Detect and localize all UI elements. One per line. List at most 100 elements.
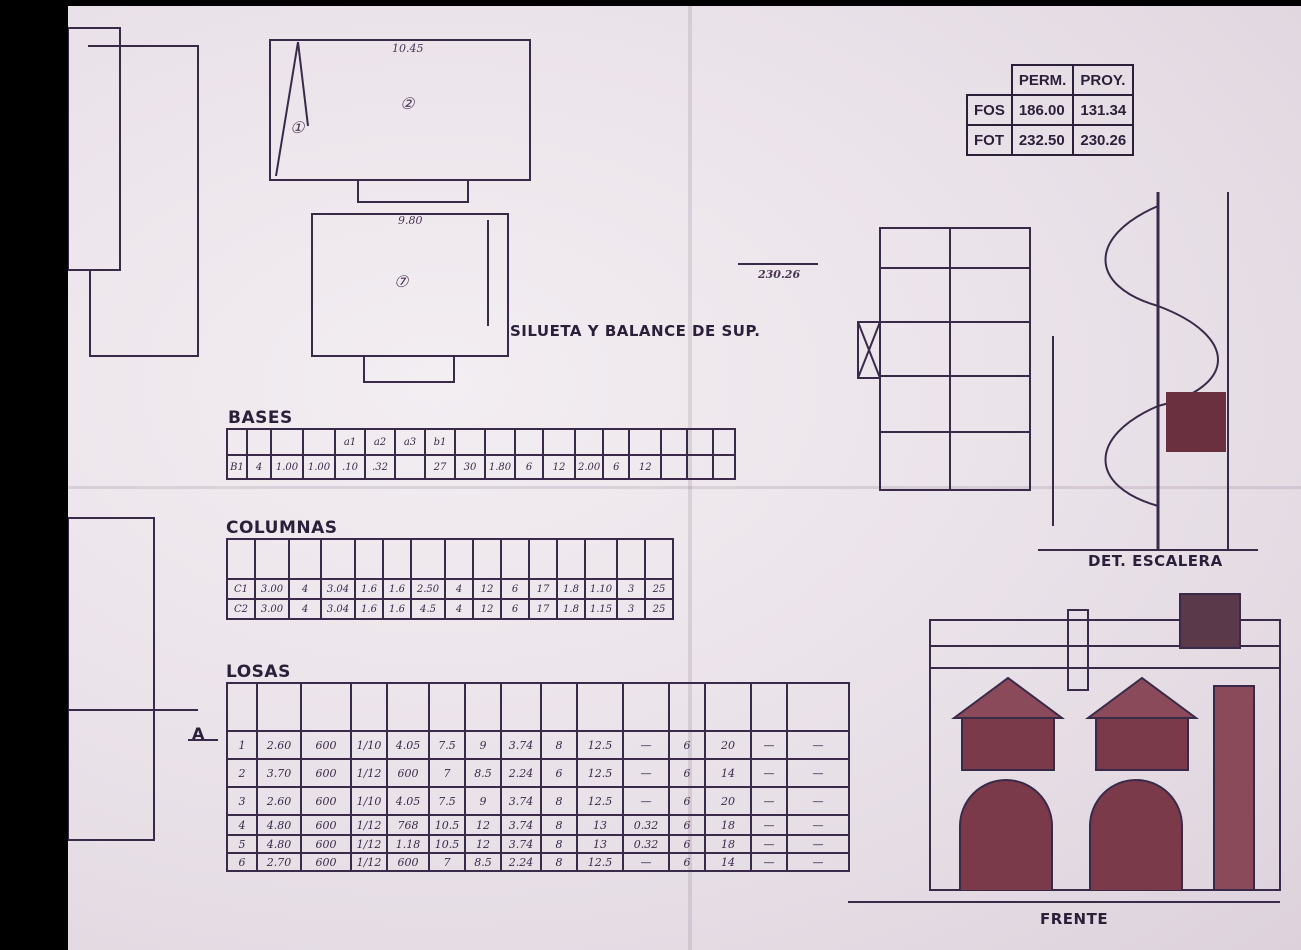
losa-cell: 13 bbox=[576, 834, 624, 854]
bases-cell bbox=[660, 454, 689, 480]
col-cell: 4 bbox=[444, 598, 474, 620]
losa-cell: 12.5 bbox=[576, 852, 624, 872]
losa-cell: — bbox=[750, 834, 788, 854]
col-cell: 25 bbox=[644, 578, 674, 600]
lower-plan-rect bbox=[311, 213, 509, 357]
losa-cell: 8 bbox=[540, 786, 578, 816]
losa-cell: 3.74 bbox=[500, 786, 542, 816]
paper-fold-horizontal bbox=[68, 486, 1301, 489]
bases-cell: 4 bbox=[246, 454, 272, 480]
losa-cell: 5 bbox=[226, 834, 258, 854]
losa-cell: 768 bbox=[386, 814, 430, 836]
bases-cell: 2.00 bbox=[573, 454, 605, 480]
losa-cell: 10.5 bbox=[428, 834, 466, 854]
losa-cell: 600 bbox=[386, 852, 430, 872]
losa-cell: 1/12 bbox=[350, 814, 388, 836]
losa-cell: — bbox=[786, 730, 850, 760]
losa-cell: 6 bbox=[668, 786, 706, 816]
losa-cell: 4.80 bbox=[256, 814, 302, 836]
losa-cell: 7 bbox=[428, 852, 466, 872]
silueta-title: SILUETA Y BALANCE DE SUP. bbox=[510, 322, 761, 340]
bases-cell: 27 bbox=[424, 454, 456, 480]
losa-cell: — bbox=[750, 730, 788, 760]
losa-cell: — bbox=[750, 786, 788, 816]
losa-cell: — bbox=[622, 730, 670, 760]
losa-cell: 2.24 bbox=[500, 852, 542, 872]
col-cell: 2.50 bbox=[410, 578, 446, 600]
bases-cell: 12 bbox=[628, 454, 663, 480]
losa-cell: 6 bbox=[540, 758, 578, 788]
fot-perm: 232.50 bbox=[1010, 124, 1075, 156]
losa-cell: 4 bbox=[226, 814, 258, 836]
losa-cell: — bbox=[786, 834, 850, 854]
losa-cell: 2.70 bbox=[256, 852, 302, 872]
losa-cell: 6 bbox=[226, 852, 258, 872]
bases-col-b1: b1 bbox=[424, 428, 456, 456]
structural-grid-plan bbox=[857, 227, 1031, 491]
losa-cell: 0.32 bbox=[622, 834, 670, 854]
losa-cell: 2.60 bbox=[256, 786, 302, 816]
losa-cell: — bbox=[786, 758, 850, 788]
losa-cell: — bbox=[750, 852, 788, 872]
col-cell: 3.04 bbox=[320, 578, 356, 600]
losa-cell: 1/12 bbox=[350, 852, 388, 872]
bases-cell: 12 bbox=[542, 454, 576, 480]
losa-cell: 600 bbox=[300, 814, 352, 836]
losa-cell: — bbox=[786, 814, 850, 836]
bases-col-a2: a2 bbox=[364, 428, 396, 456]
col-cell: 12 bbox=[472, 578, 502, 600]
bases-cell: 6 bbox=[602, 454, 631, 480]
losa-cell: 6 bbox=[668, 730, 706, 760]
col-cell: 3 bbox=[616, 578, 646, 600]
drawing-sheet: PERM. PROY. FOS 186.00 131.34 FOT 232.50… bbox=[68, 6, 1301, 950]
losa-cell: 1/10 bbox=[350, 786, 388, 816]
col-cell: 4 bbox=[288, 578, 322, 600]
col-cell: 1.6 bbox=[382, 598, 412, 620]
left-plan-outline bbox=[88, 45, 199, 357]
losa-cell: 9 bbox=[464, 730, 502, 760]
losa-cell: 13 bbox=[576, 814, 624, 836]
bases-cell bbox=[686, 454, 715, 480]
losa-cell: 6 bbox=[668, 814, 706, 836]
losa-cell: 4.80 bbox=[256, 834, 302, 854]
losa-cell: 600 bbox=[300, 758, 352, 788]
losa-cell: 1/12 bbox=[350, 834, 388, 854]
losa-cell: 8.5 bbox=[464, 852, 502, 872]
bases-cell: 6 bbox=[514, 454, 544, 480]
bases-cell: .32 bbox=[364, 454, 396, 480]
losa-cell: 12 bbox=[464, 834, 502, 854]
cut-mark-label: A bbox=[192, 724, 205, 743]
losa-cell: — bbox=[750, 758, 788, 788]
losa-cell: 6 bbox=[668, 758, 706, 788]
fos-fot-table: PERM. PROY. FOS 186.00 131.34 FOT 232.50… bbox=[966, 64, 1135, 156]
bases-cell: 30 bbox=[454, 454, 486, 480]
losa-cell: — bbox=[750, 814, 788, 836]
col-cell: 17 bbox=[528, 578, 558, 600]
col-cell: 1.6 bbox=[382, 578, 412, 600]
fos-proy: 131.34 bbox=[1072, 94, 1135, 126]
losas-title: LOSAS bbox=[226, 662, 291, 682]
losa-cell: 0.32 bbox=[622, 814, 670, 836]
facade-frente bbox=[848, 593, 1281, 903]
col-cell: 6 bbox=[500, 598, 530, 620]
losa-cell: 4.05 bbox=[386, 730, 430, 760]
perm-header: PERM. bbox=[1010, 64, 1075, 96]
losa-cell: 8 bbox=[540, 730, 578, 760]
stair-detail bbox=[1038, 192, 1258, 551]
linework-svg bbox=[68, 27, 1281, 903]
columnas-title: COLUMNAS bbox=[226, 518, 338, 538]
col-cell: 4 bbox=[288, 598, 322, 620]
bases-cell: B1 bbox=[226, 454, 248, 480]
col-cell: 1.15 bbox=[584, 598, 618, 620]
losa-cell: 18 bbox=[704, 814, 752, 836]
losa-cell: 1.18 bbox=[386, 834, 430, 854]
losa-cell: 8.5 bbox=[464, 758, 502, 788]
area-1-label: ① bbox=[290, 118, 305, 137]
losa-cell: 20 bbox=[704, 730, 752, 760]
losa-cell: 6 bbox=[668, 834, 706, 854]
losa-cell: 8 bbox=[540, 814, 578, 836]
area-7-label: ⑦ bbox=[394, 272, 409, 291]
losa-cell: 2.60 bbox=[256, 730, 302, 760]
col-cell: 4.5 bbox=[410, 598, 446, 620]
